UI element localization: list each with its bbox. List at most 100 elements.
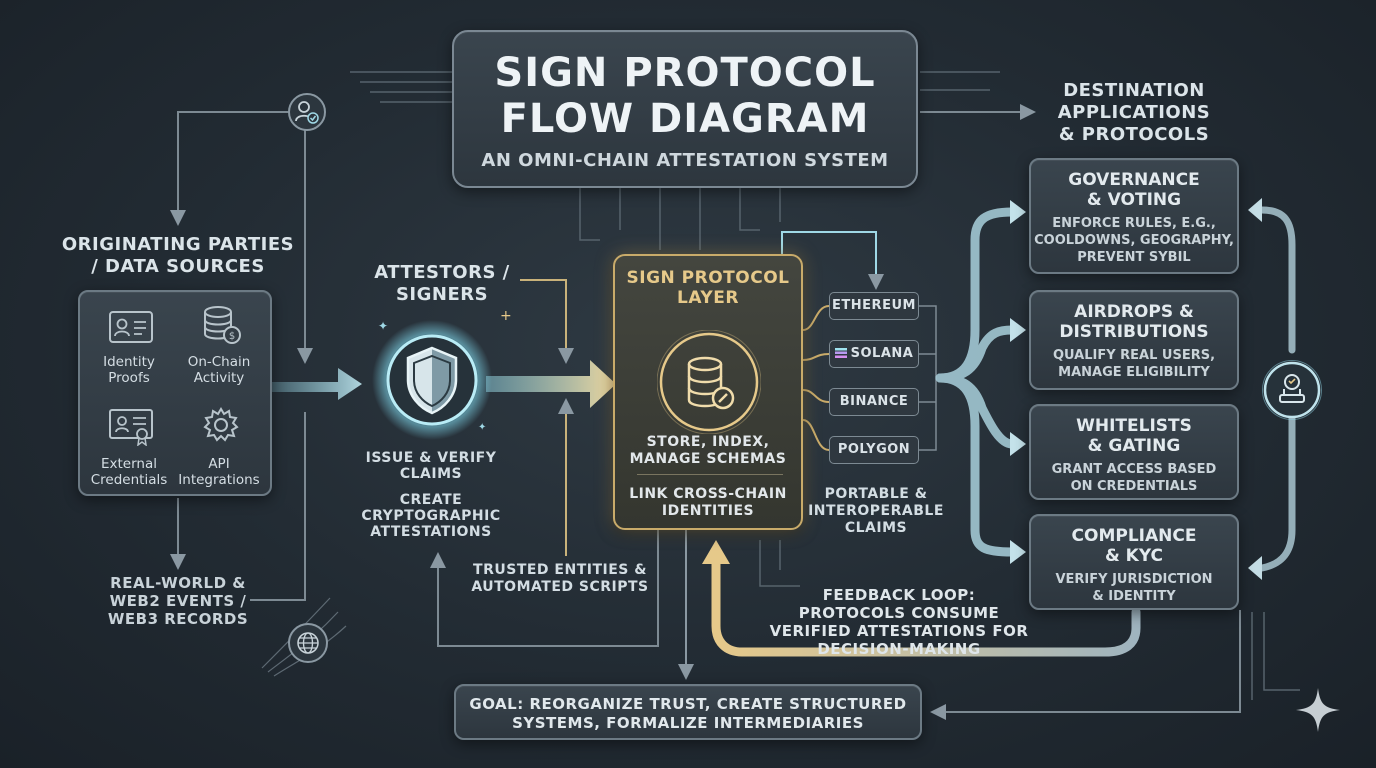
destination-title: GOVERNANCE: [1068, 170, 1200, 190]
chain-solana: SOLANA: [829, 340, 919, 368]
attestors-trusted: TRUSTED ENTITIES & AUTOMATED SCRIPTS: [470, 562, 650, 596]
title-line-1: SIGN PROTOCOL: [494, 50, 876, 96]
destination-title: & KYC: [1104, 546, 1164, 566]
sources-footer-line-3: WEB3 RECORDS: [107, 610, 249, 628]
source-item-label: Identity: [103, 354, 155, 370]
source-item-external-credentials: External Credentials: [84, 456, 174, 488]
sign-layer-desc-link: LINK CROSS-CHAIN IDENTITIES: [615, 486, 801, 520]
source-item-label: External: [100, 456, 157, 472]
sources-footer: REAL-WORLD & WEB2 EVENTS / WEB3 RECORDS: [90, 574, 266, 628]
destination-airdrops-box: AIRDROPS & DISTRIBUTIONS QUALIFY REAL US…: [1029, 290, 1239, 390]
sign-layer-divider: [637, 474, 783, 475]
sign-protocol-layer-box: SIGN PROTOCOL LAYER STORE, INDEX, MANAGE…: [613, 254, 803, 530]
solana-icon: [834, 348, 847, 358]
destination-desc: MANAGE ELIGIBILITY: [1058, 365, 1210, 380]
sign-layer-desc-store: STORE, INDEX, MANAGE SCHEMAS: [615, 434, 801, 468]
sources-heading-line-1: ORIGINATING PARTIES: [61, 234, 295, 255]
destination-compliance-box: COMPLIANCE & KYC VERIFY JURISDICTION & I…: [1029, 514, 1239, 610]
attestors-heading: ATTESTORS / SIGNERS: [370, 262, 514, 306]
destination-whitelists-box: WHITELISTS & GATING GRANT ACCESS BASED O…: [1029, 404, 1239, 500]
destination-desc: & IDENTITY: [1092, 589, 1176, 604]
svg-text:✦: ✦: [378, 319, 388, 333]
sources-heading-line-2: / DATA SOURCES: [91, 256, 265, 277]
source-item-label: On-Chain: [187, 354, 251, 370]
sign-layer-heading: SIGN PROTOCOL LAYER: [615, 268, 801, 308]
attestors-desc-issue-line-2: CLAIMS: [399, 466, 463, 482]
destination-title: AIRDROPS &: [1074, 302, 1194, 322]
source-item-label: API: [208, 456, 230, 472]
sources-heading: ORIGINATING PARTIES / DATA SOURCES: [50, 234, 306, 278]
attestors-desc-create-line-3: ATTESTATIONS: [370, 524, 492, 540]
destinations-heading-line-3: & PROTOCOLS: [1058, 124, 1210, 145]
gear-icon: [200, 404, 242, 450]
destination-desc: VERIFY JURISDICTION: [1055, 572, 1213, 587]
attestors-desc-issue-line-1: ISSUE & VERIFY: [365, 450, 497, 466]
id-card-icon: [108, 310, 154, 348]
attestors-desc-create-line-1: CREATE: [399, 492, 463, 508]
title-subtitle: AN OMNI-CHAIN ATTESTATION SYSTEM: [481, 150, 889, 171]
verification-node-icon: [1262, 360, 1322, 420]
portable-line-1: PORTABLE &: [824, 486, 928, 502]
sign-layer-heading-line-1: SIGN PROTOCOL: [626, 268, 790, 288]
destination-governance-box: GOVERNANCE & VOTING ENFORCE RULES, E.G.,…: [1029, 158, 1239, 274]
chain-polygon: POLYGON: [829, 436, 919, 464]
destination-desc: QUALIFY REAL USERS,: [1052, 348, 1216, 363]
source-item-label: Proofs: [108, 370, 150, 386]
circuit-lines-top: [350, 71, 1000, 250]
destination-title: & GATING: [1087, 436, 1181, 456]
source-item-on-chain-activity: On-Chain Activity: [174, 354, 264, 386]
sparkle-icon: +: [500, 308, 512, 324]
destination-title: COMPLIANCE: [1071, 526, 1197, 546]
database-coin-icon: $: [200, 304, 244, 350]
feedback-loop-label: FEEDBACK LOOP: PROTOCOLS CONSUME VERIFIE…: [766, 586, 1032, 658]
feedback-line-4: DECISION-MAKING: [817, 640, 981, 658]
destinations-heading: DESTINATION APPLICATIONS & PROTOCOLS: [1044, 80, 1224, 146]
attestors-heading-line-2: SIGNERS: [395, 284, 489, 305]
portable-line-3: CLAIMS: [844, 520, 908, 536]
source-item-api-integrations: API Integrations: [174, 456, 264, 488]
feedback-line-2: PROTOCOLS CONSUME: [798, 604, 1000, 622]
destination-desc: GRANT ACCESS BASED: [1051, 462, 1217, 477]
feedback-line-1: FEEDBACK LOOP:: [822, 586, 976, 604]
goal-line-2: SYSTEMS, FORMALIZE INTERMEDIARIES: [512, 714, 864, 732]
certificate-icon: [108, 408, 154, 450]
sign-layer-heading-line-2: LAYER: [677, 288, 739, 308]
database-link-icon: [656, 329, 762, 438]
sign-layer-desc-store-line-1: STORE, INDEX,: [646, 434, 770, 450]
destination-title: WHITELISTS: [1076, 416, 1192, 436]
goal-box: GOAL: REORGANIZE TRUST, CREATE STRUCTURE…: [454, 684, 922, 740]
sources-footer-line-1: REAL-WORLD &: [110, 574, 246, 592]
sources-footer-line-2: WEB2 EVENTS /: [109, 592, 247, 610]
chain-solana-label: SOLANA: [850, 346, 914, 361]
portable-claims-label: PORTABLE & INTEROPERABLE CLAIMS: [806, 486, 946, 537]
destination-desc: PREVENT SYBIL: [1077, 250, 1191, 265]
goal-line-1: GOAL: REORGANIZE TRUST, CREATE STRUCTURE…: [469, 695, 907, 713]
sparkle-logo-icon: [1294, 686, 1342, 734]
destinations-heading-line-1: DESTINATION: [1063, 80, 1205, 101]
sources-box: Identity Proofs $ On-Chain Activity Exte…: [78, 290, 272, 496]
destination-title: DISTRIBUTIONS: [1059, 322, 1209, 342]
feedback-line-3: VERIFIED ATTESTATIONS FOR: [769, 622, 1029, 640]
destination-desc: ON CREDENTIALS: [1070, 479, 1198, 494]
attestors-trusted-line-2: AUTOMATED SCRIPTS: [471, 579, 649, 595]
title-box: SIGN PROTOCOL FLOW DIAGRAM AN OMNI-CHAIN…: [452, 30, 918, 188]
attestors-heading-line-1: ATTESTORS /: [374, 262, 510, 283]
attestors-trusted-line-1: TRUSTED ENTITIES &: [473, 562, 647, 578]
svg-text:$: $: [229, 331, 235, 342]
destination-desc: ENFORCE RULES, E.G.,: [1052, 216, 1216, 231]
globe-icon: [287, 622, 329, 664]
destinations-heading-line-2: APPLICATIONS: [1057, 102, 1211, 123]
sign-layer-desc-link-line-1: LINK CROSS-CHAIN: [629, 486, 787, 502]
svg-text:✦: ✦: [478, 422, 486, 433]
destination-desc: COOLDOWNS, GEOGRAPHY,: [1034, 233, 1234, 248]
goal-text: GOAL: REORGANIZE TRUST, CREATE STRUCTURE…: [456, 695, 920, 733]
attestors-desc-create: CREATE CRYPTOGRAPHIC ATTESTATIONS: [354, 492, 508, 540]
chain-ethereum: ETHEREUM: [829, 292, 919, 320]
attestors-desc-issue: ISSUE & VERIFY CLAIMS: [364, 450, 498, 482]
shield-icon: ✦ ✦: [370, 318, 494, 442]
portable-line-2: INTEROPERABLE: [808, 503, 944, 519]
chain-binance: BINANCE: [829, 388, 919, 416]
title-line-2: FLOW DIAGRAM: [500, 96, 870, 142]
sign-layer-desc-store-line-2: MANAGE SCHEMAS: [629, 451, 787, 467]
